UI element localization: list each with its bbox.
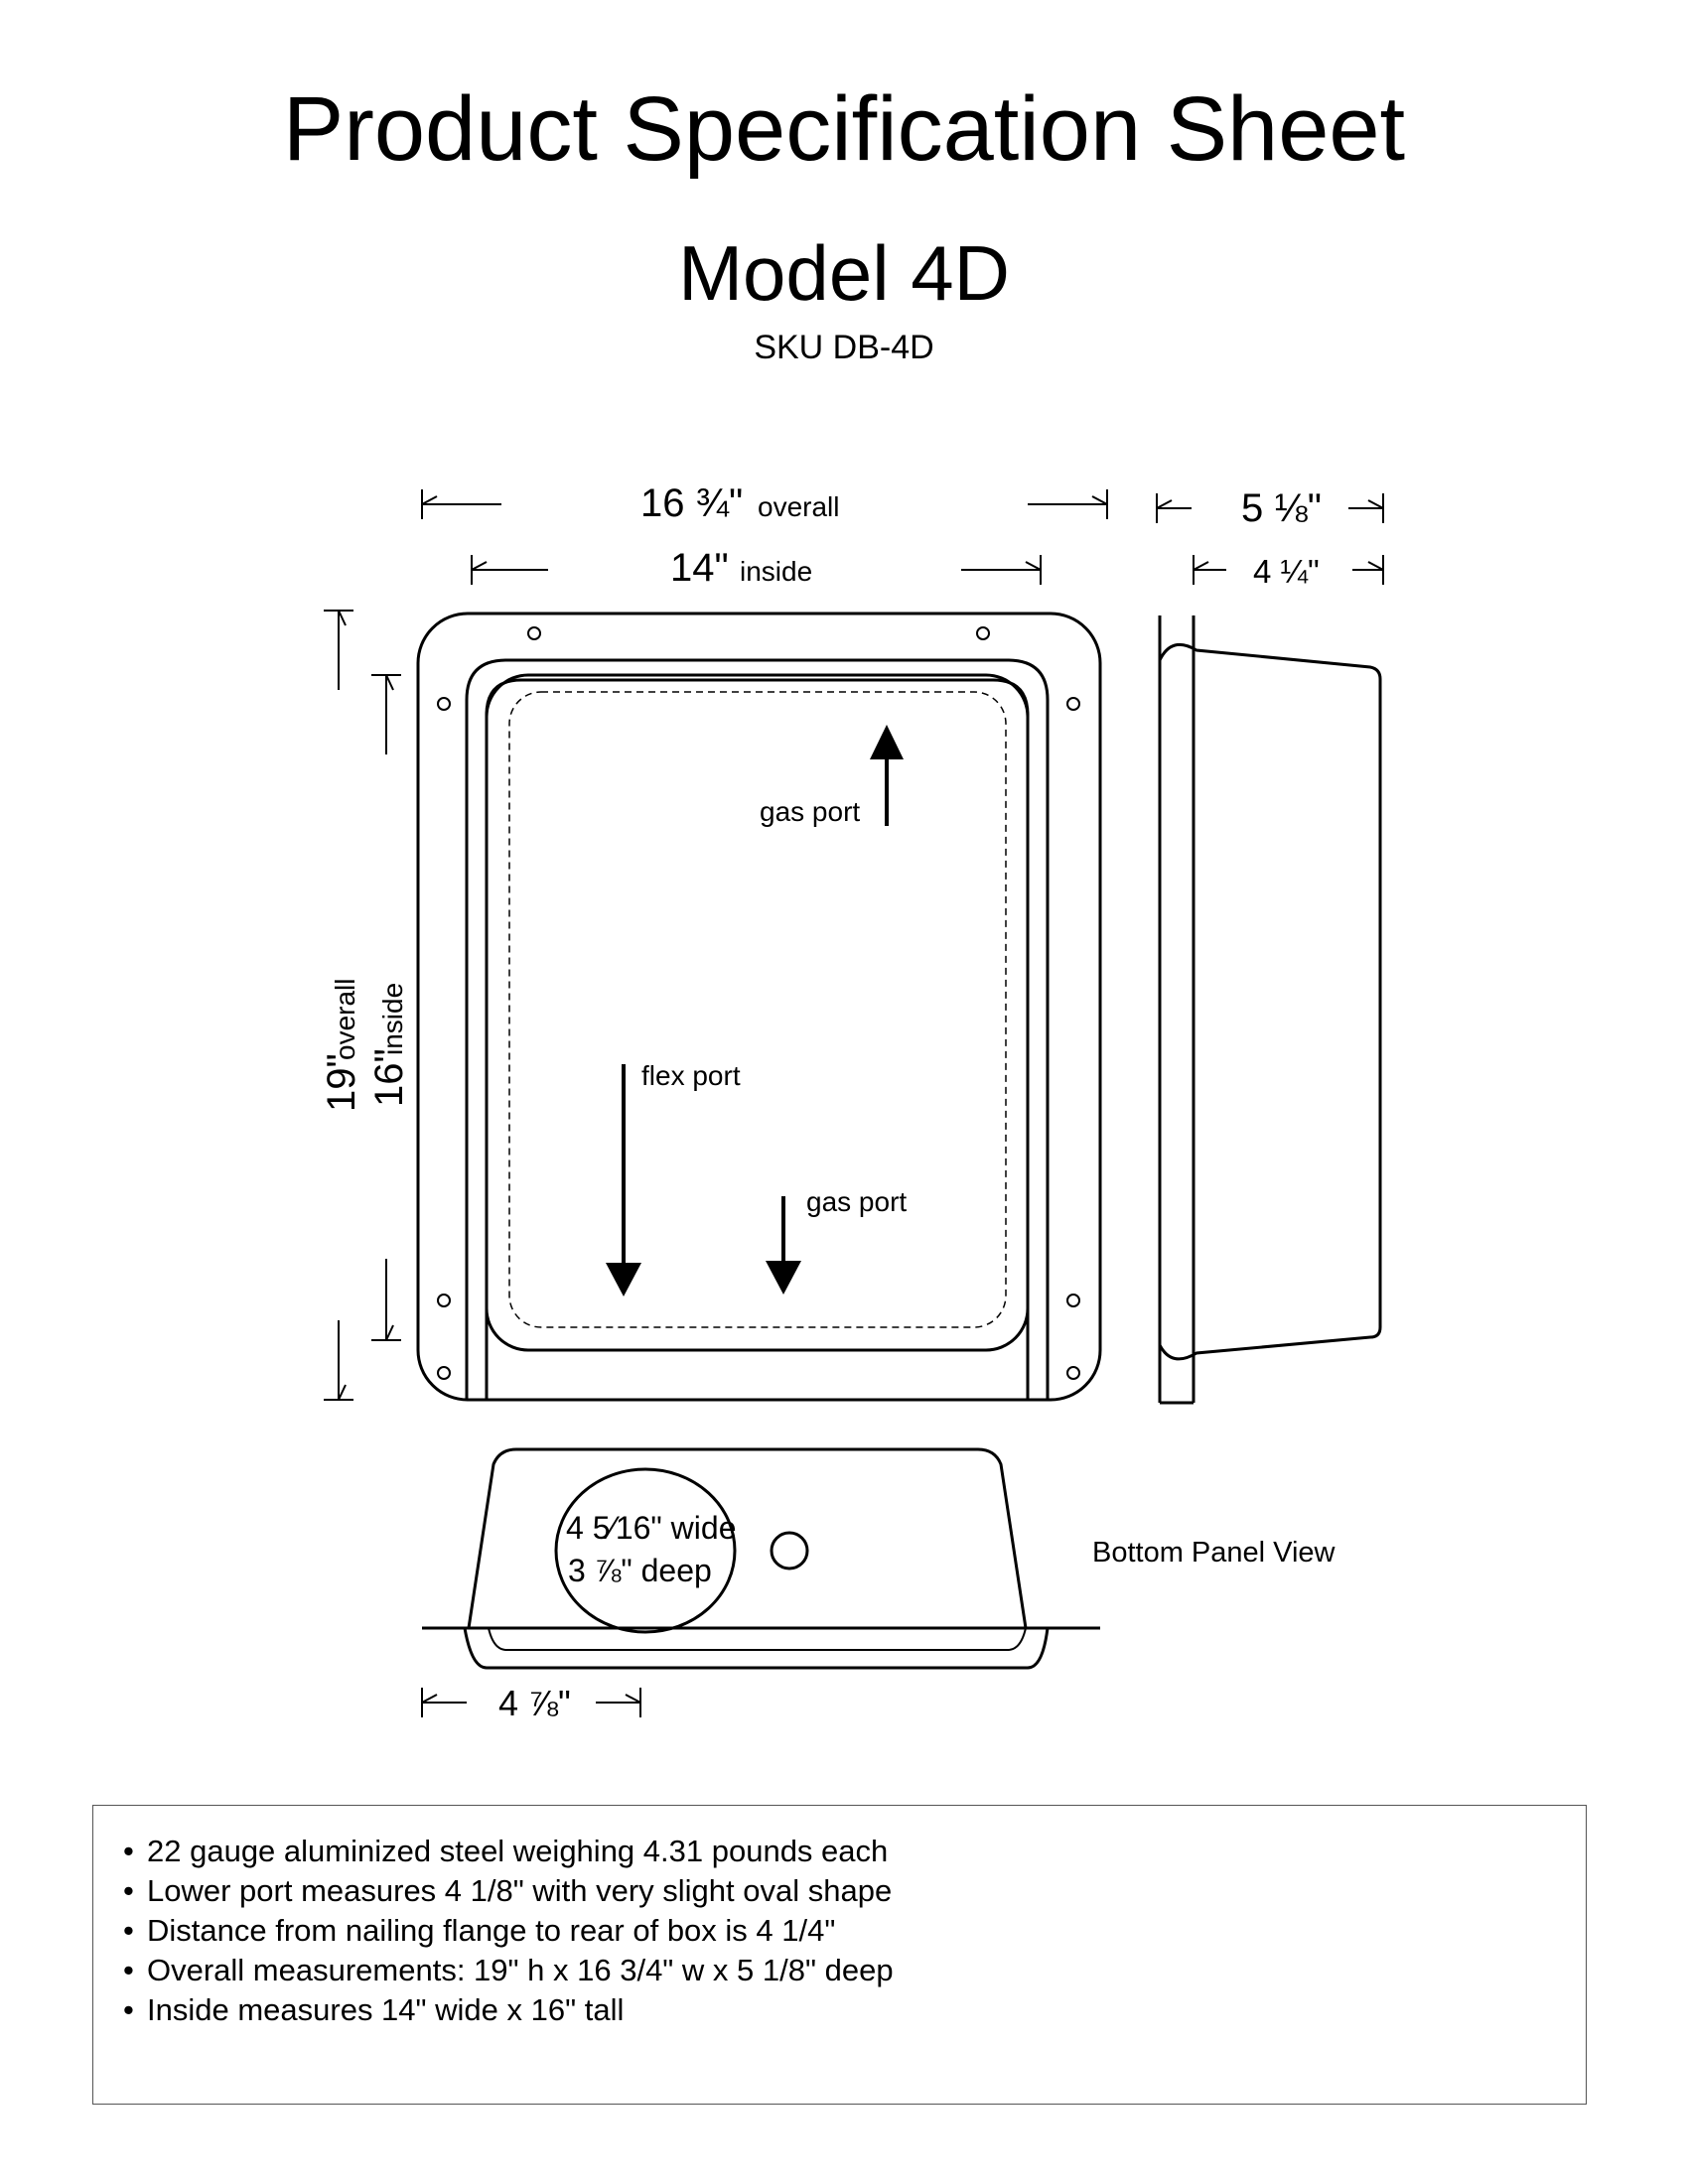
width-overall-label: overall [758, 491, 839, 522]
spec-item: •Overall measurements: 19" h x 16 3/4" w… [123, 1953, 894, 1987]
page-title: Product Specification Sheet [282, 78, 1406, 180]
flex-port-arrowhead [606, 1263, 641, 1297]
sku-label: SKU DB-4D [754, 329, 934, 366]
bottom-channel [463, 1627, 1050, 1670]
gas-port-circle [770, 1531, 809, 1570]
height-overall-dimension: 19" overall [320, 979, 363, 1112]
outer-flange [416, 612, 1102, 1402]
spec-item: •Lower port measures 4 1/8" with very sl… [123, 1873, 893, 1908]
bottom-width-value: 4 ⅞" [498, 1683, 571, 1723]
bottom-panel-label: Bottom Panel View [1092, 1537, 1336, 1569]
depth-dimension-lines [1156, 493, 1384, 585]
inner-channel [485, 678, 1030, 1400]
bottom-width-dimension-lines [421, 1688, 641, 1717]
model-name: Model 4D [678, 229, 1010, 317]
lower-port-circle [554, 1467, 737, 1634]
flex-port-label: flex port [641, 1060, 741, 1091]
spec-item: •Distance from nailing flange to rear of… [123, 1913, 836, 1948]
depth-overall-value: 5 ⅛" [1241, 486, 1322, 530]
width-dimension-lines [421, 489, 1108, 585]
bottom-box-outline [467, 1447, 1028, 1629]
inner-dashed-outline [508, 691, 1007, 1328]
port-wide-label: 4 5⁄16" wide [566, 1510, 736, 1546]
port-deep-label: 3 ⅞" deep [568, 1553, 712, 1588]
width-inside-label: inside [740, 556, 812, 587]
specifications-list: •22 gauge aluminized steel weighing 4.31… [93, 1806, 1586, 2030]
spec-item: •22 gauge aluminized steel weighing 4.31… [123, 1834, 889, 1868]
gas-port-lower-arrowhead [766, 1261, 801, 1295]
technical-drawing: gas port flex port gas port 16 ¾" overal… [320, 481, 1384, 1723]
gas-port-lower-label: gas port [806, 1186, 907, 1217]
height-inside-value: 16" [367, 1048, 411, 1107]
height-overall-value: 19" [320, 1053, 363, 1112]
height-inside-dimension: 16" inside [367, 983, 411, 1107]
spec-item: •Inside measures 14" wide x 16" tall [123, 1992, 625, 2027]
side-box-body [1158, 642, 1382, 1361]
gas-port-upper-arrowhead [870, 725, 904, 759]
specifications-box: •22 gauge aluminized steel weighing 4.31… [92, 1805, 1587, 2105]
depth-flange-value: 4 ¼" [1253, 553, 1320, 590]
mounting-holes [437, 626, 1080, 1380]
height-overall-label: overall [330, 979, 360, 1060]
width-overall-value: 16 ¾" [640, 481, 743, 525]
side-view [1158, 615, 1382, 1405]
bottom-panel-view [422, 1447, 1100, 1670]
gas-port-upper-label: gas port [760, 796, 860, 827]
front-view [416, 612, 1102, 1402]
height-dimension-lines [324, 610, 401, 1401]
outer-channel [465, 658, 1050, 1400]
height-inside-label: inside [377, 983, 408, 1055]
width-inside-value: 14" [670, 546, 729, 590]
box-opening [485, 673, 1030, 1352]
